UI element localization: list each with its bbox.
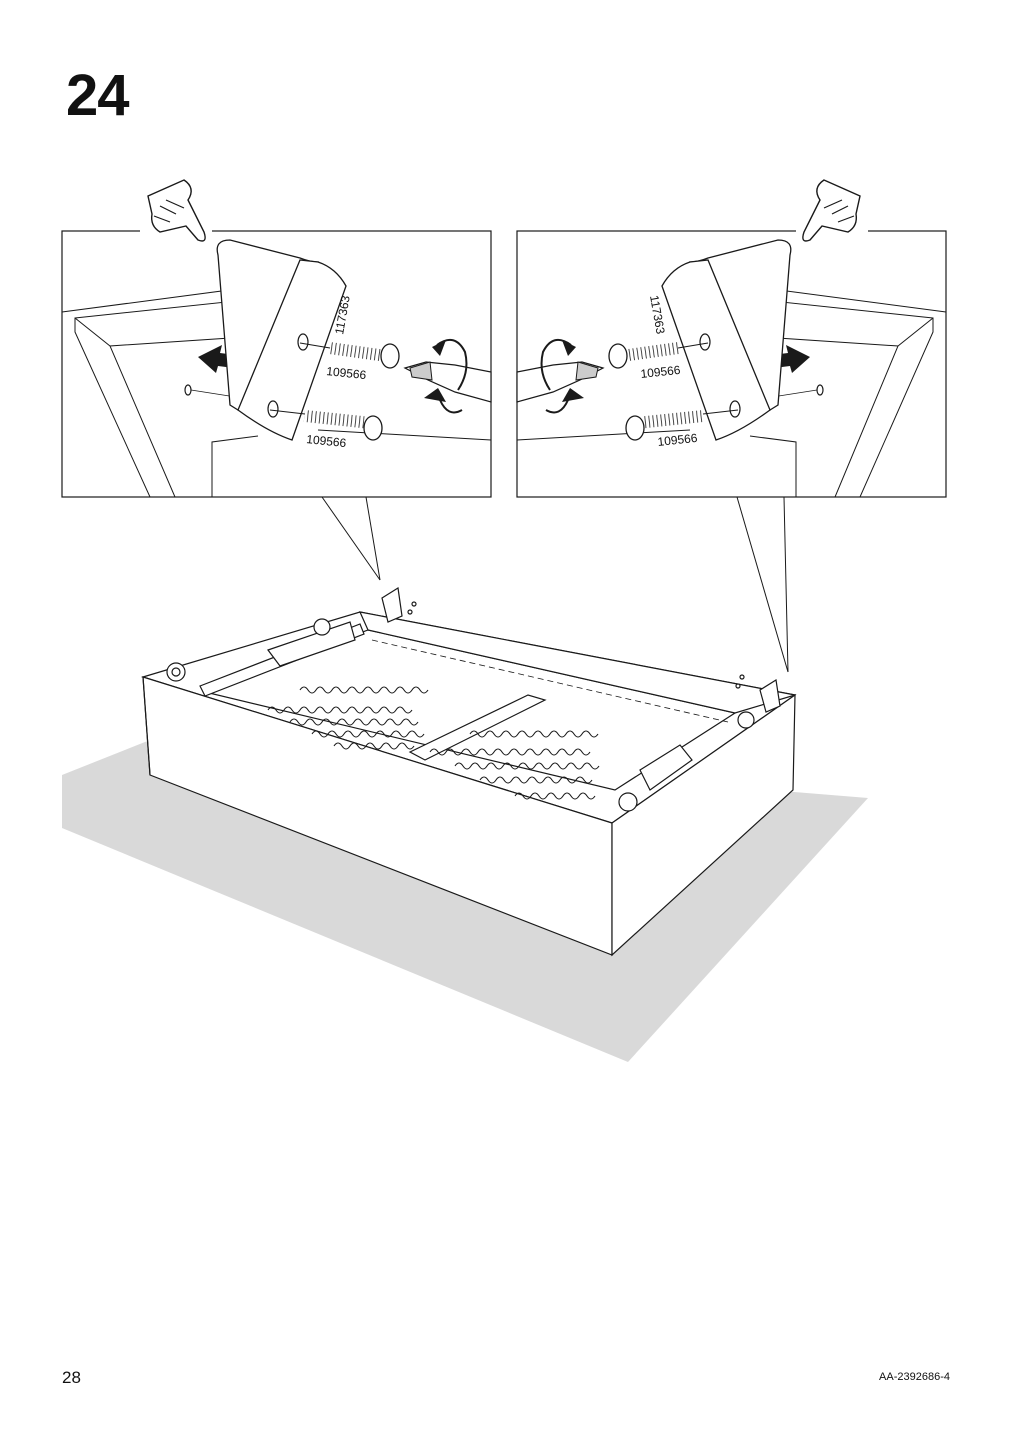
screw-lower-code-label: 109566 [657,431,699,449]
screw-lower-code-label: 109566 [306,432,348,450]
bracket-code-label: 117363 [332,294,353,335]
sofa-base-frame [140,587,797,957]
pointing-hand-icon [140,179,212,246]
bracket-code-label: 117363 [647,294,668,335]
left-detail-callout: 117363 109566 109566 [61,179,492,581]
pointing-hand-icon [796,179,868,246]
page-number: 28 [62,1368,81,1387]
screw-upper-code-label: 109566 [640,363,682,381]
rotate-clockwise-icon [540,338,584,414]
rotate-clockwise-icon [424,338,468,414]
document-code: AA-2392686-4 [879,1371,950,1383]
screw-upper-code-label: 109566 [326,364,368,382]
step-number: 24 [66,63,130,128]
right-detail-callout: 117363 109566 109566 [516,179,947,673]
